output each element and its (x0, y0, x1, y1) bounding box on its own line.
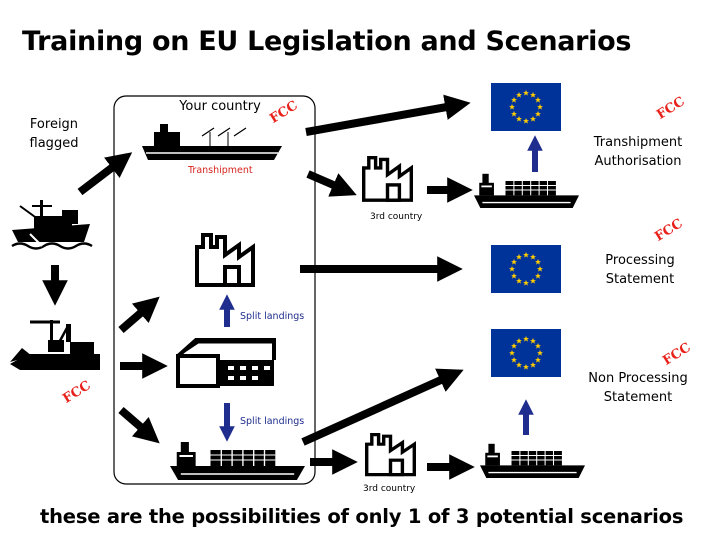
third-country-label: 3rd country (363, 484, 416, 494)
your-country-label: Your country (179, 99, 261, 114)
split-landings-label: Split landings (240, 416, 305, 427)
footer-caption: these are the possibilities of only 1 of… (40, 505, 684, 528)
cargo-ship-icon (168, 440, 307, 482)
non-processing-statement-label: Non Processing Statement (588, 371, 688, 405)
cargo-ship-icon (479, 443, 586, 479)
transhipment-caption: Transhipment (188, 165, 253, 176)
flow-arrows (42, 94, 475, 480)
cargo-ship-icon (473, 173, 580, 209)
your-country-box (113, 95, 316, 485)
warehouse-icon (176, 338, 276, 388)
factory-icon (195, 233, 255, 287)
eu-flag-icon (491, 245, 561, 293)
split-landing-arrows (219, 135, 543, 442)
trawler-icon (10, 320, 100, 370)
third-country-label: 3rd country (370, 212, 423, 222)
page-title: Training on EU Legislation and Scenarios (22, 26, 632, 57)
eu-flag-icon (491, 329, 561, 377)
processing-statement-label: Processing Statement (605, 253, 675, 287)
factory-icon (365, 432, 416, 477)
transhipment-authorisation-label: Transhipment Authorisation (593, 135, 683, 169)
fishing-vessel-icon (11, 200, 93, 250)
split-landings-label: Split landings (240, 311, 305, 322)
factory-icon (362, 155, 413, 202)
tanker-ship-icon (142, 124, 282, 160)
eu-flag-icon (491, 83, 561, 131)
foreign-flagged-label: Foreign flagged (29, 117, 79, 151)
